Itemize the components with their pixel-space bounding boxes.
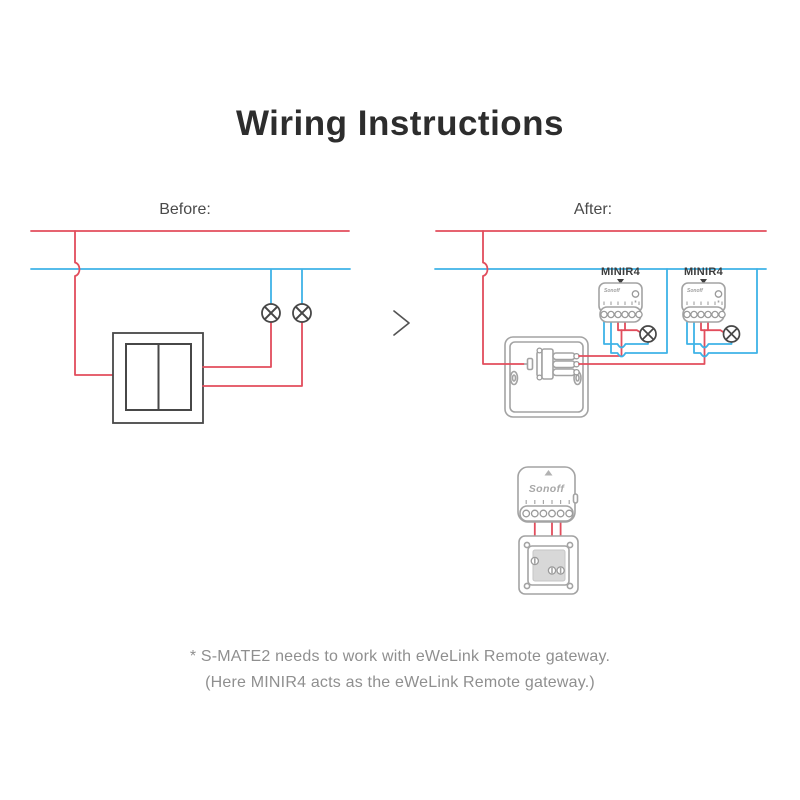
device-button (714, 290, 723, 298)
minir4-1-neutral-feed-wire (610, 268, 668, 358)
footer-note-line1: * S-MATE2 needs to work with eWeLink Rem… (189, 648, 611, 665)
after-section-label: After: (573, 201, 613, 218)
before-live-drop-wire (74, 230, 114, 376)
chevron-right-icon (393, 310, 410, 336)
after-live-drop-wire (482, 230, 525, 365)
lamp-icon (722, 325, 741, 343)
screw-terminal (547, 566, 557, 575)
minir4-1-lamp-neutral-wire (603, 321, 649, 349)
footer-note-line2: (Here MINIR4 acts as the eWeLink Remote … (205, 674, 595, 691)
minir4-1-terminal-live-wires (617, 321, 626, 332)
lamp2-live-wire (202, 321, 303, 387)
minir4-device-1-label: MINIR4 (600, 266, 641, 278)
triangle-down-icon (617, 279, 624, 284)
minir4-2-lamp-neutral-wire (686, 321, 733, 349)
minir4-2-terminal-live-wires (700, 321, 709, 332)
lamp-icon (261, 303, 281, 323)
smate2-device (517, 466, 579, 523)
minir4-device-1 (598, 279, 643, 323)
switch-plate (518, 535, 579, 595)
screw-terminal (556, 566, 565, 575)
minir4-device-2-label: MINIR4 (683, 266, 724, 278)
minir4-2-lamp-live-wire (706, 329, 725, 334)
rocker-switch (112, 332, 204, 424)
smate2-connector (524, 347, 580, 381)
sonoff-logo: Sonoff (528, 483, 565, 495)
smate2-diagram (517, 466, 579, 595)
lamp-icon (292, 303, 312, 323)
lamp1-live-wire (202, 321, 272, 368)
minir4-1-lamp-live-wire (623, 329, 642, 334)
before-diagram (30, 230, 351, 424)
minir4-2-neutral-feed-wire (693, 268, 758, 358)
triangle-down-icon (700, 279, 707, 284)
triangle-up-icon (544, 470, 553, 476)
sonoff-logo: Sonoff (687, 288, 703, 294)
after-diagram (434, 230, 767, 418)
minir4-2-live-run (578, 329, 706, 365)
page-title: Wiring Instructions (235, 104, 565, 143)
before-section-label: Before: (159, 201, 211, 218)
minir4-device-2 (681, 279, 726, 323)
screw-terminal (530, 556, 540, 566)
lamp-icon (639, 325, 657, 343)
device-button (631, 290, 640, 298)
sonoff-logo: Sonoff (604, 288, 620, 294)
